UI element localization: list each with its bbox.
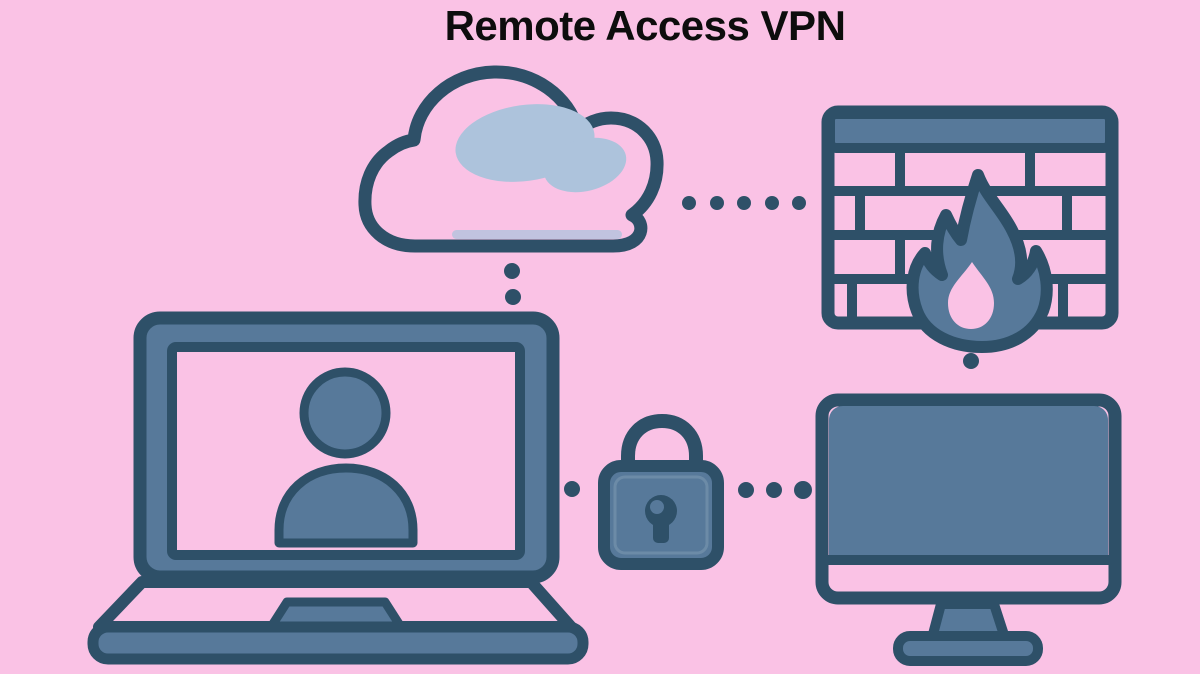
laptop-base-bar [87,621,589,665]
cloud-shading [452,104,627,239]
cloud-icon [358,65,664,253]
padlock-to-monitor-dots [738,481,812,499]
firewall-icon [821,105,1119,353]
monitor-base [893,631,1043,666]
firewall-to-monitor-dot [963,353,979,369]
laptop-icon [87,311,589,665]
user-icon [274,367,418,548]
cloud-to-laptop-dots [504,263,521,305]
page-title: Remote Access VPN [444,2,846,49]
monitor-screen [829,406,1108,555]
cloud-to-firewall-dots [682,196,806,210]
monitor-icon [815,393,1122,666]
padlock-keyhole [645,495,677,543]
padlock-shackle [621,414,703,479]
laptop-to-padlock-dot [564,481,580,497]
firewall-top-band [825,109,1115,153]
padlock-icon [598,414,724,570]
flame-icon [906,169,1053,353]
